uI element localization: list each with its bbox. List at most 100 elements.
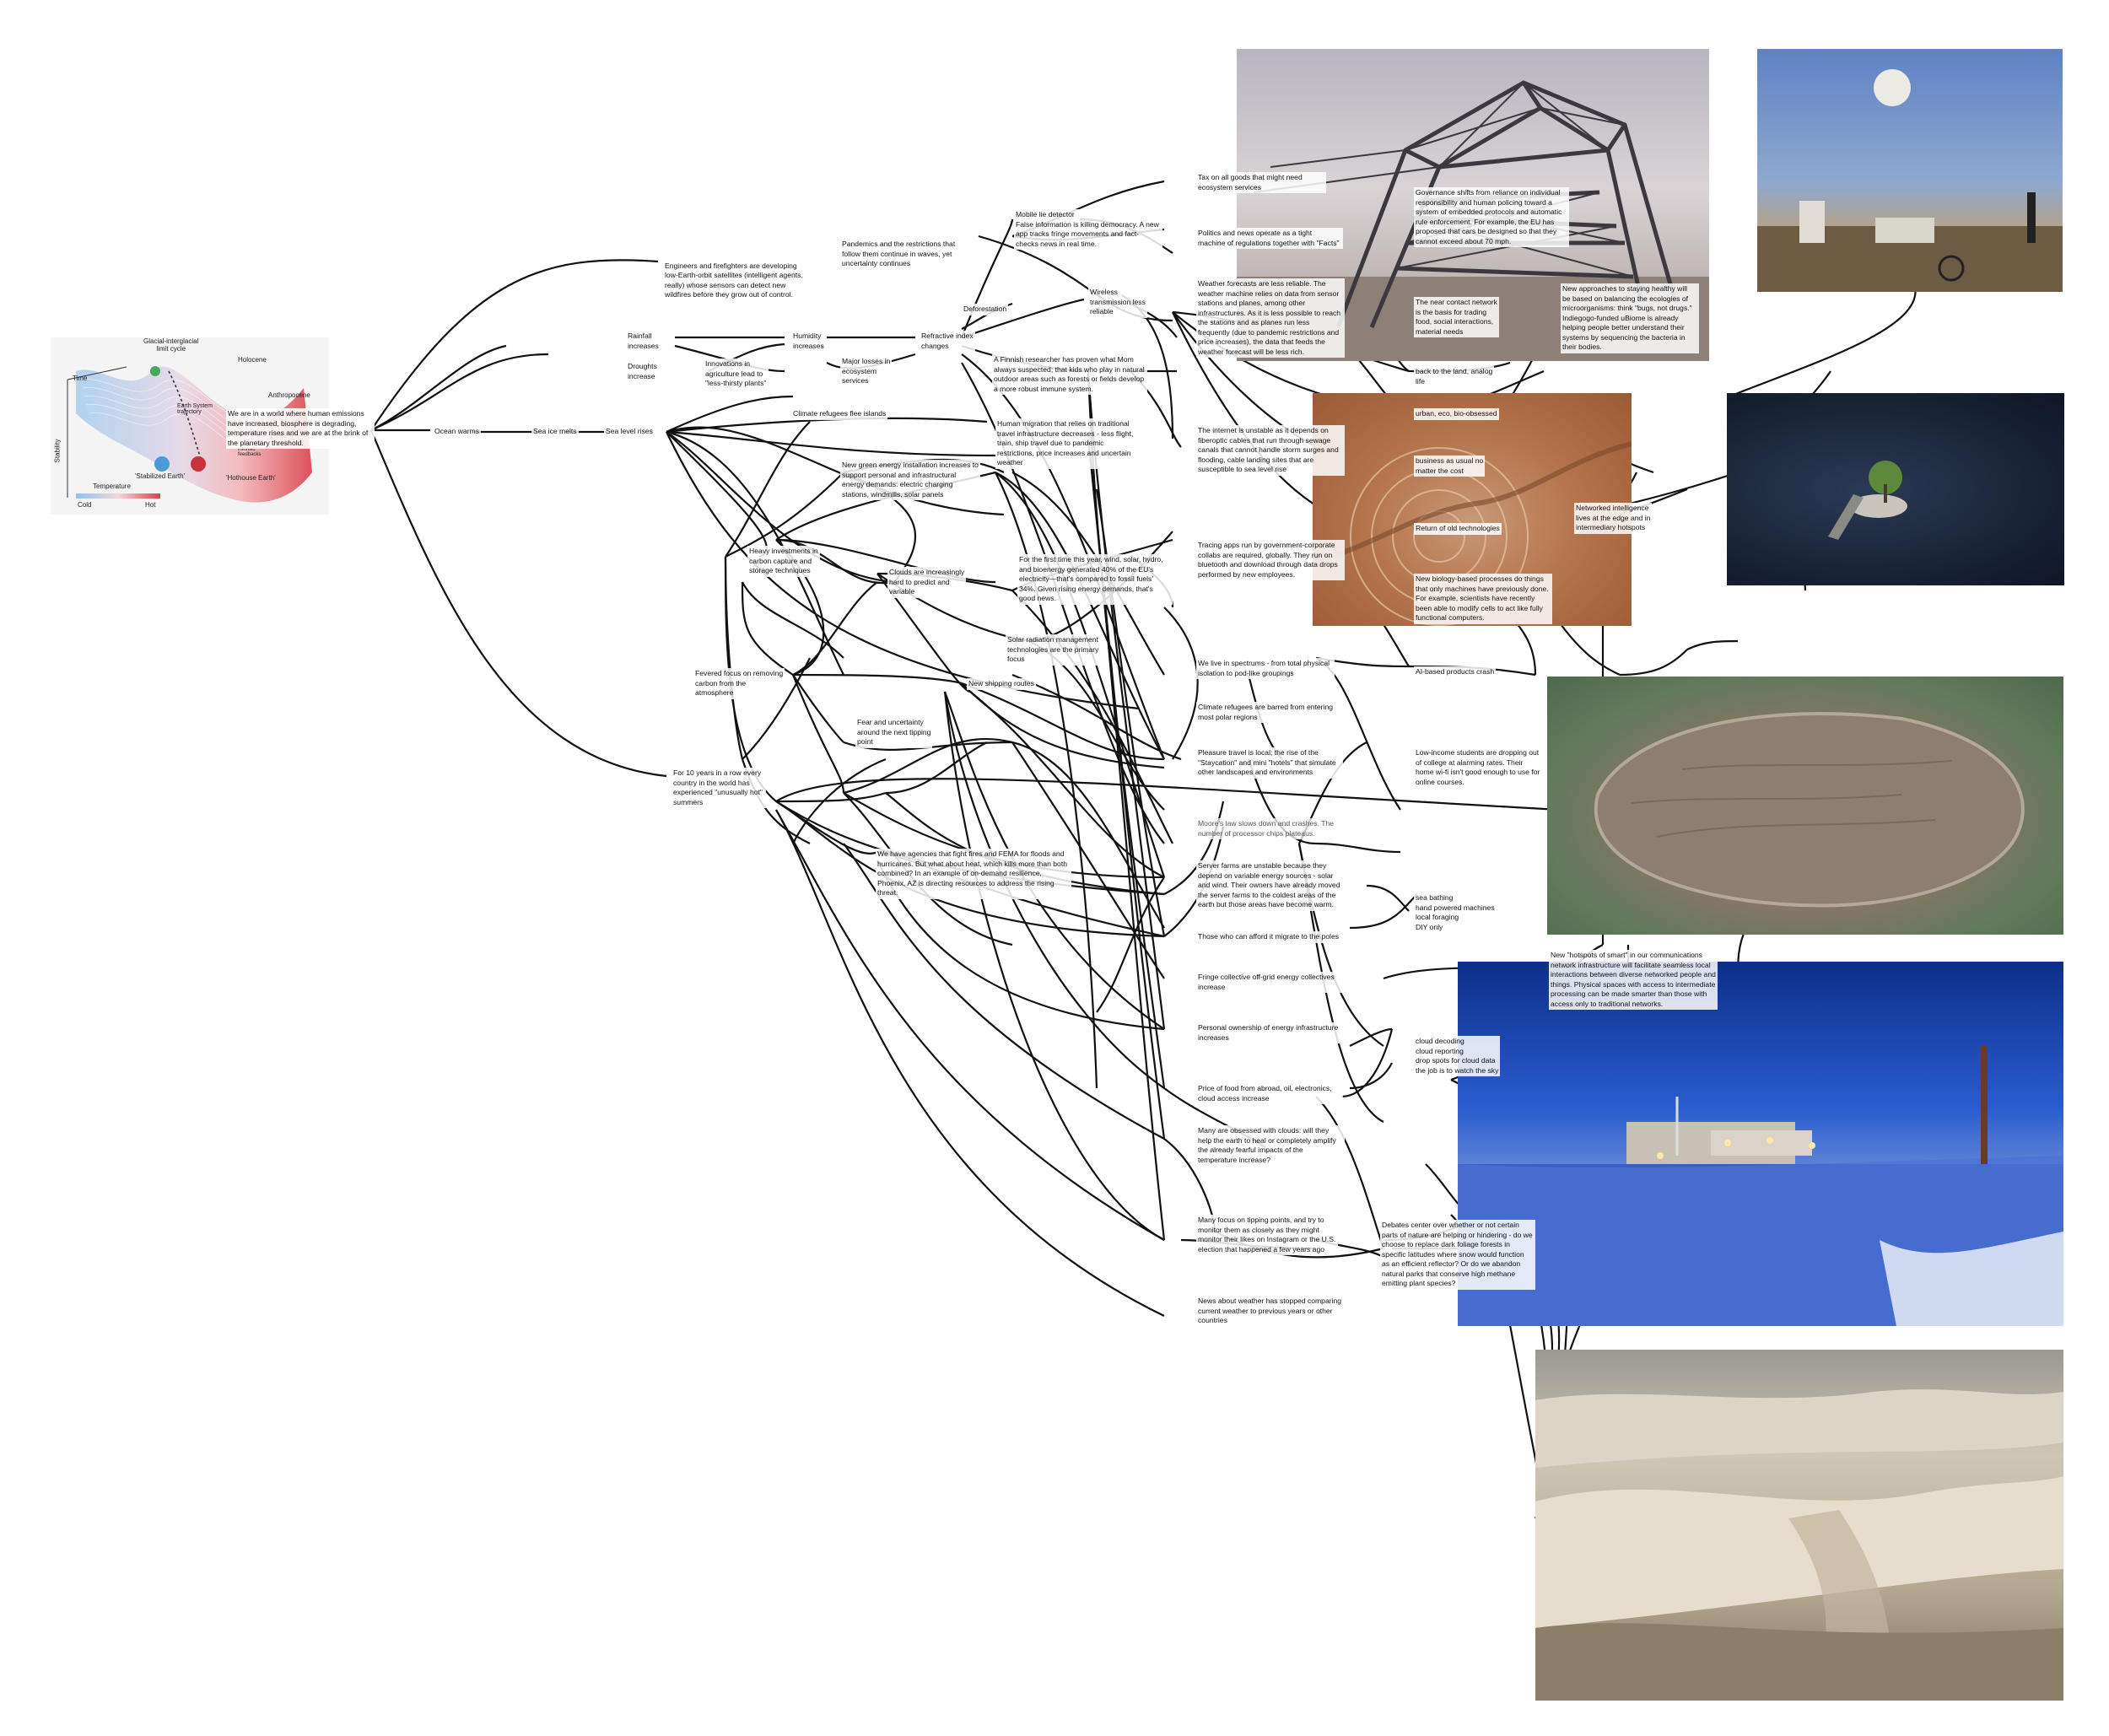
food-price-note[interactable]: Price of food from abroad, oil, electron… bbox=[1196, 1083, 1343, 1104]
connector bbox=[725, 421, 811, 558]
connector bbox=[1349, 893, 1418, 930]
pandemics-note[interactable]: Pandemics and the restrictions that foll… bbox=[840, 239, 977, 270]
droughts-note[interactable]: Droughts increase bbox=[626, 361, 659, 382]
photo-floating-island bbox=[1727, 393, 2064, 585]
root-note[interactable]: We are in a world where human emissions … bbox=[226, 408, 375, 449]
fevered-focus-note[interactable]: Fevered focus on removing carbon from th… bbox=[693, 668, 785, 699]
mobile-lie-detector-note[interactable]: Mobile lie detector False information is… bbox=[1014, 209, 1162, 250]
major-losses-note[interactable]: Major losses in ecosystem services bbox=[840, 356, 893, 387]
fear-uncertainty-note[interactable]: Fear and uncertainty around the next tip… bbox=[855, 717, 933, 748]
governance-shift-note[interactable]: Governance shifts from reliance on indiv… bbox=[1414, 187, 1569, 247]
spectrums-note[interactable]: We live in spectrums - from total physic… bbox=[1196, 658, 1335, 679]
connector bbox=[370, 344, 507, 431]
weather-forecasts-note[interactable]: Weather forecasts are less reliable. The… bbox=[1196, 278, 1345, 358]
eu-renewables-note[interactable]: For the first time this year, wind, sola… bbox=[1017, 554, 1173, 605]
connector bbox=[961, 682, 1165, 761]
return-old-technologies-note[interactable]: Return of old technologies bbox=[1414, 523, 1502, 535]
stabilized-earth-label: 'Stabilized Earth' bbox=[135, 472, 186, 480]
green-energy-note[interactable]: New green energy installation increases … bbox=[840, 460, 980, 500]
hot-label: Hot bbox=[145, 501, 156, 509]
rainfall-note[interactable]: Rainfall increases bbox=[626, 331, 661, 352]
connector bbox=[885, 741, 988, 795]
engineers-text: Engineers and firefighters are developin… bbox=[665, 261, 803, 299]
connector bbox=[995, 472, 1165, 760]
networked-intelligence-note[interactable]: Networked intelligence lives at the edge… bbox=[1574, 503, 1653, 534]
connector bbox=[1087, 370, 1166, 1089]
weather-balloon-illustration bbox=[1757, 69, 2063, 292]
ocean-warms-note[interactable]: Ocean warms bbox=[433, 426, 482, 438]
politics-news-note[interactable]: Politics and news operate as a tight mac… bbox=[1196, 228, 1343, 249]
urban-eco-note[interactable]: urban, eco, bio-obsessed bbox=[1414, 408, 1499, 420]
tipping-points-note[interactable]: Many focus on tipping points, and try to… bbox=[1196, 1215, 1338, 1255]
photo-batagaika-crater bbox=[1547, 677, 2063, 935]
cloud-decoding-note[interactable]: cloud decoding cloud reporting drop spot… bbox=[1414, 1036, 1501, 1076]
connector bbox=[792, 674, 844, 743]
personal-ownership-note[interactable]: Personal ownership of energy infrastruct… bbox=[1196, 1022, 1343, 1043]
climate-refugees-flee-note[interactable]: Climate refugees flee islands bbox=[791, 408, 888, 420]
near-contact-network-note[interactable]: The near contact network is the basis fo… bbox=[1414, 297, 1499, 337]
connector bbox=[725, 472, 844, 558]
hotspots-of-smart-note[interactable]: New "hotspots of smart" in our communica… bbox=[1549, 950, 1718, 1010]
refractive-index-note[interactable]: Refractive index changes bbox=[920, 331, 975, 352]
connector bbox=[1163, 607, 1199, 760]
solar-radiation-note[interactable]: Solar radiation management technologies … bbox=[1006, 634, 1101, 666]
connector bbox=[791, 674, 845, 794]
engineers-note[interactable]: Engineers and firefighters are developin… bbox=[663, 251, 810, 301]
carbon-capture-note[interactable]: Heavy investments in carbon capture and … bbox=[747, 546, 820, 577]
internet-unstable-note[interactable]: The internet is unstable as it depends o… bbox=[1196, 425, 1345, 476]
human-migration-note[interactable]: Human migration that relies on tradition… bbox=[995, 418, 1144, 469]
snowy-datacenter-illustration bbox=[1458, 1046, 2063, 1326]
connector bbox=[666, 431, 768, 558]
connector bbox=[792, 581, 878, 676]
back-to-land-note[interactable]: back to the land, analog life bbox=[1414, 366, 1495, 387]
refugees-barred-note[interactable]: Climate refugees are barred from enterin… bbox=[1196, 702, 1343, 723]
sea-bathing-note[interactable]: sea bathing hand powered machines local … bbox=[1414, 892, 1497, 933]
connector bbox=[1011, 590, 1173, 844]
obsessed-clouds-note[interactable]: Many are obsessed with clouds: will they… bbox=[1196, 1125, 1345, 1166]
clouds-unpredictable-note[interactable]: Clouds are increasingly hard to predict … bbox=[887, 567, 967, 598]
connector bbox=[370, 259, 659, 431]
migrate-to-poles-note[interactable]: Those who can afford it migrate to the p… bbox=[1196, 931, 1341, 943]
biology-processes-note[interactable]: New biology-based processes do things th… bbox=[1414, 574, 1552, 624]
business-as-usual-note[interactable]: business as usual no matter the cost bbox=[1414, 456, 1486, 477]
connector bbox=[1011, 673, 1182, 761]
connector bbox=[1011, 741, 1165, 929]
nature-debates-note[interactable]: Debates center over whether or not certa… bbox=[1380, 1220, 1535, 1290]
sea-level-rises-note[interactable]: Sea level rises bbox=[604, 426, 655, 438]
connector bbox=[741, 581, 794, 676]
innovations-agriculture-note[interactable]: Innovations in agriculture lead to "less… bbox=[704, 359, 769, 390]
tax-ecosystem-note[interactable]: Tax on all goods that might need ecosyst… bbox=[1196, 172, 1326, 193]
connector bbox=[1349, 1062, 1393, 1090]
new-shipping-routes-note[interactable]: New shipping routes bbox=[967, 678, 1036, 690]
connector bbox=[995, 472, 1166, 878]
connector bbox=[1340, 1028, 1394, 1098]
connector bbox=[1315, 657, 1401, 811]
humidity-note[interactable]: Humidity increases bbox=[791, 331, 826, 352]
tracing-apps-note[interactable]: Tracing apps run by government-corporate… bbox=[1196, 540, 1345, 580]
connector bbox=[742, 581, 844, 659]
connector bbox=[1366, 884, 1410, 912]
crater-illustration bbox=[1594, 712, 2025, 908]
finnish-researcher-note[interactable]: A Finnish researcher has proven what Mom… bbox=[992, 354, 1147, 395]
ai-products-crash-note[interactable]: AI-based products crash bbox=[1414, 666, 1497, 678]
sea-ice-melts-note[interactable]: Sea ice melts bbox=[531, 426, 579, 438]
figure-title: Glacial-interglacial limit cycle bbox=[143, 337, 199, 353]
moores-law-note[interactable]: Moore's law slows down and crashes. The … bbox=[1196, 818, 1345, 839]
ten-years-hot-note[interactable]: For 10 years in a row every country in t… bbox=[672, 768, 766, 808]
connector bbox=[1729, 286, 1917, 398]
server-farms-note[interactable]: Server farms are unstable because they d… bbox=[1196, 860, 1348, 911]
news-weather-note[interactable]: News about weather has stopped comparing… bbox=[1196, 1296, 1345, 1327]
connector bbox=[369, 429, 667, 778]
photo-sand-dunes bbox=[1535, 1350, 2063, 1701]
heat-agencies-note[interactable]: We have agencies that fight fires and FE… bbox=[876, 849, 1071, 899]
wireless-note[interactable]: Wireless transmission less reliable bbox=[1088, 287, 1147, 318]
cold-label: Cold bbox=[78, 501, 92, 509]
microorganisms-note[interactable]: New approaches to staying healthy will b… bbox=[1561, 283, 1699, 353]
pleasure-travel-note[interactable]: Pleasure travel is local; the rise of th… bbox=[1196, 747, 1343, 779]
deforestation-note[interactable]: Deforestation bbox=[962, 304, 1009, 315]
connector bbox=[1087, 370, 1166, 1030]
low-income-students-note[interactable]: Low-income students are dropping out of … bbox=[1414, 747, 1544, 788]
time-label: Time bbox=[73, 375, 88, 382]
fringe-collectives-note[interactable]: Fringe collective off-grid energy collec… bbox=[1196, 972, 1343, 993]
